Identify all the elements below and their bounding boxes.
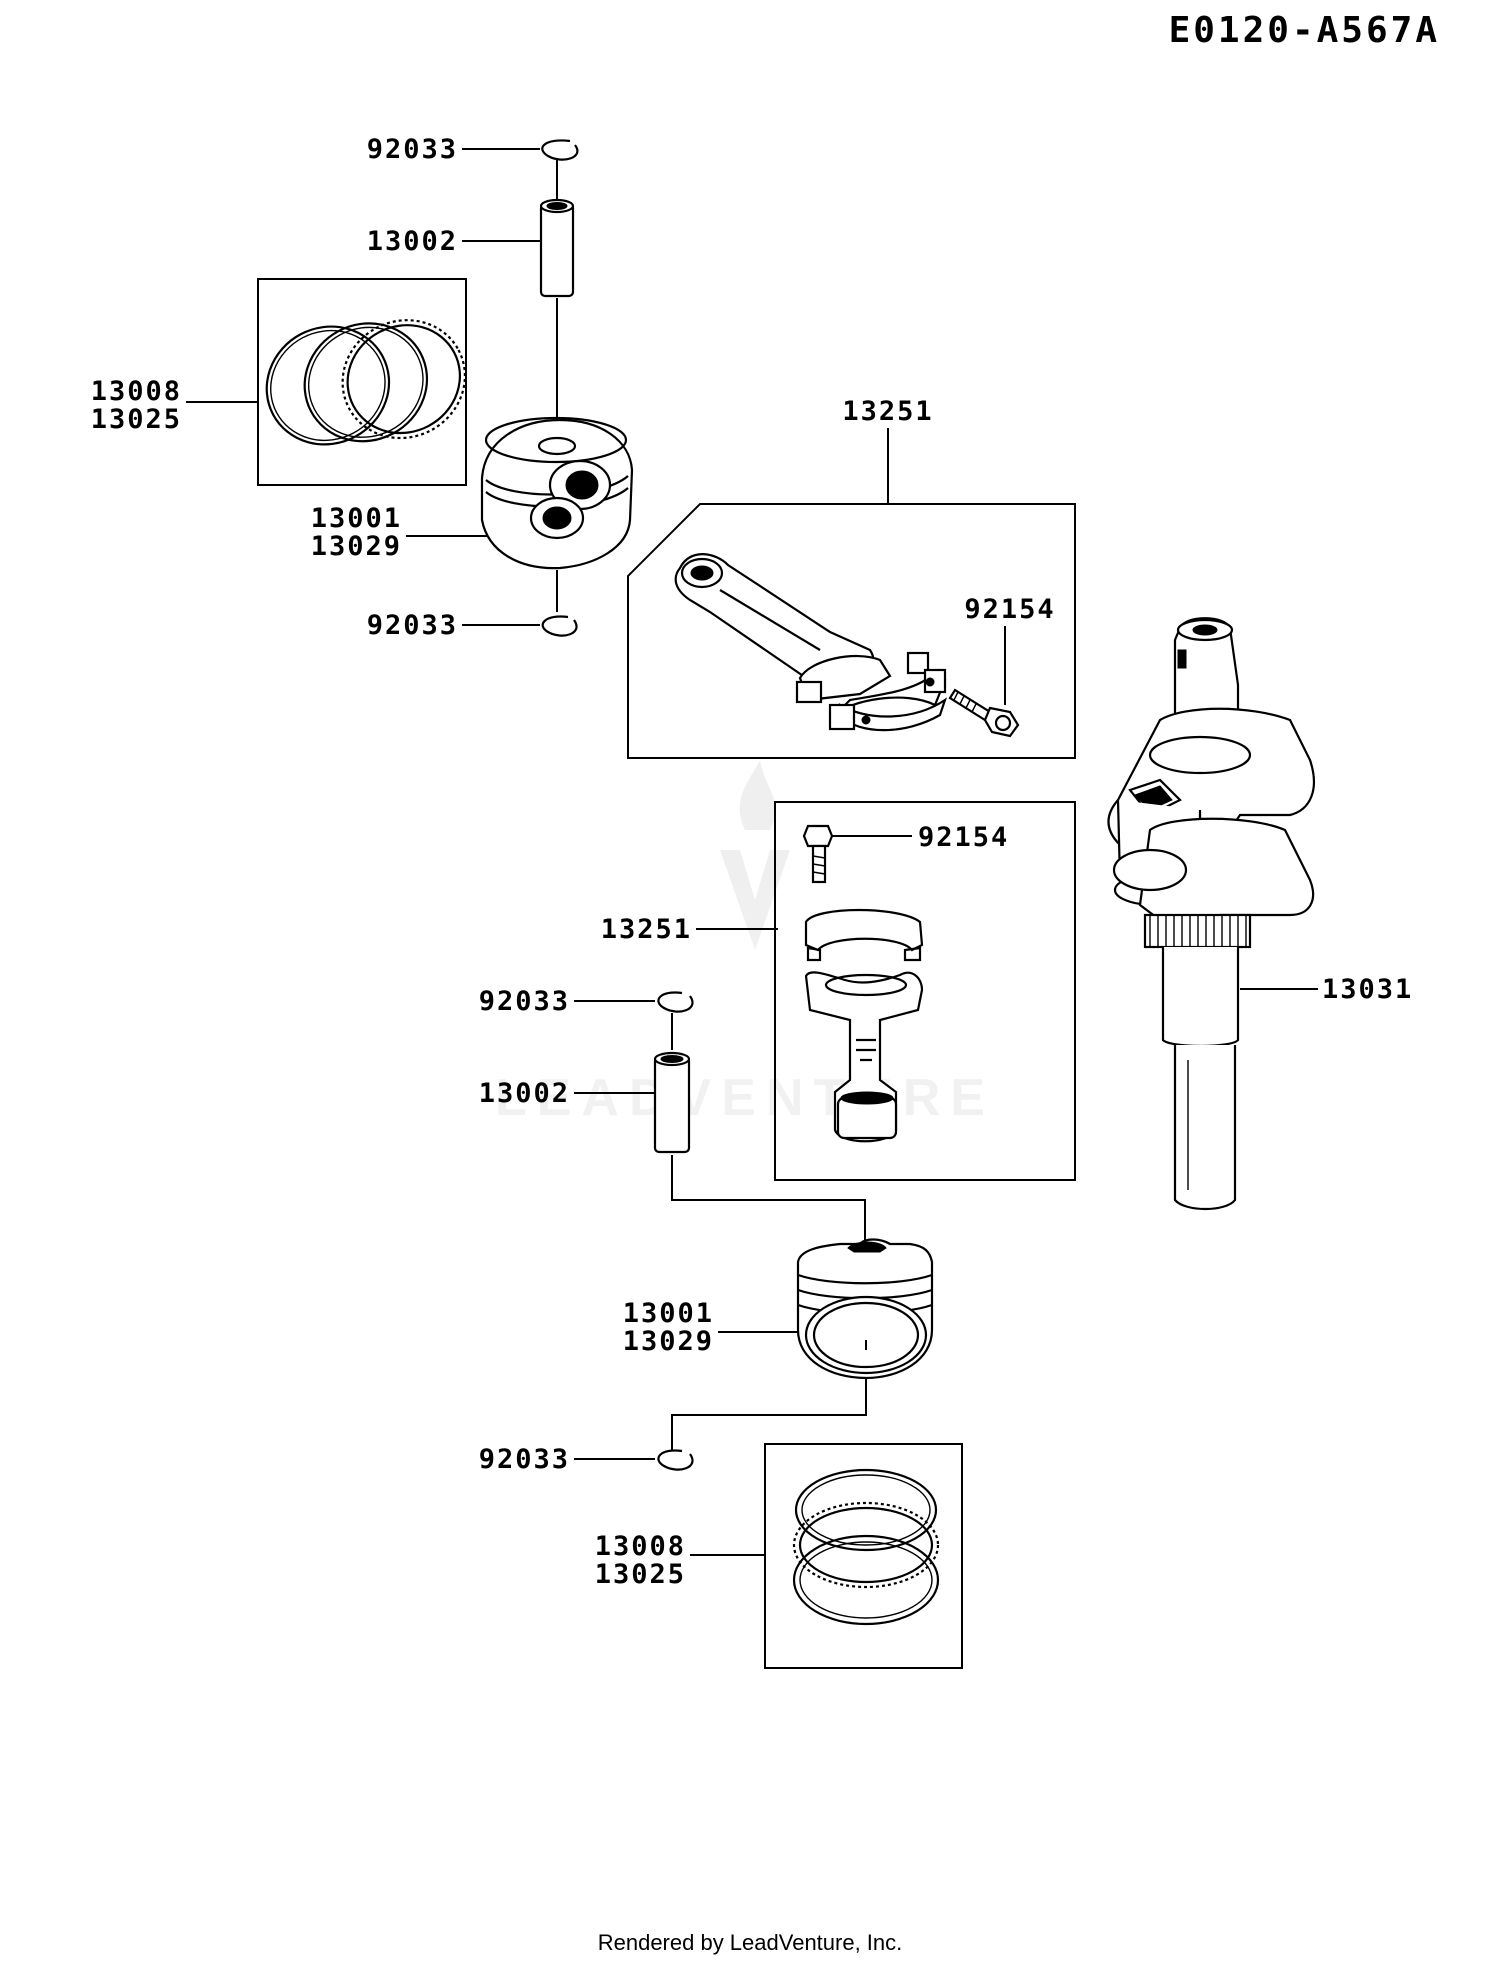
part-number-label: 13008 bbox=[91, 376, 182, 407]
lower-rings-callout[interactable]: 13008 13025 bbox=[595, 1531, 765, 1590]
part-number-label: 13002 bbox=[367, 226, 458, 257]
part-number-label: 13002 bbox=[479, 1078, 570, 1109]
part-number-label: 13029 bbox=[623, 1326, 714, 1357]
lower-piston-rings[interactable] bbox=[792, 1468, 940, 1626]
upper-piston-callout[interactable]: 13001 13029 bbox=[311, 503, 490, 562]
lower-clip-bottom[interactable] bbox=[657, 1449, 694, 1471]
upper-clip-bottom-callout[interactable]: 92033 bbox=[367, 610, 540, 641]
part-number-label: 92154 bbox=[964, 594, 1055, 625]
upper-piston[interactable] bbox=[480, 416, 634, 570]
crankshaft[interactable] bbox=[1107, 617, 1315, 1210]
lower-rod-bolt-callout[interactable]: 92154 bbox=[830, 822, 1009, 853]
watermark: LEADVENTURE bbox=[495, 760, 995, 1127]
footer-credit: Rendered by LeadVenture, Inc. bbox=[598, 1930, 903, 1955]
upper-piston-rings[interactable] bbox=[246, 272, 486, 492]
part-number-label: 92033 bbox=[367, 134, 458, 165]
upper-rod-box bbox=[627, 503, 1076, 759]
lower-pin-callout[interactable]: 13002 bbox=[479, 1078, 654, 1109]
part-number-label: 92033 bbox=[367, 610, 458, 641]
upper-clip-top[interactable] bbox=[541, 139, 579, 161]
part-number-label: 13029 bbox=[311, 531, 402, 562]
part-number-label: 13008 bbox=[595, 1531, 686, 1562]
upper-rod-bolt-callout[interactable]: 92154 bbox=[964, 594, 1055, 705]
part-number-label: 13025 bbox=[595, 1559, 686, 1590]
crankshaft-callout[interactable]: 13031 bbox=[1240, 974, 1413, 1005]
lower-rings-box bbox=[764, 1443, 963, 1669]
part-number-label: 13025 bbox=[91, 404, 182, 435]
upper-clip-bottom[interactable] bbox=[541, 615, 578, 637]
part-number-label: 13001 bbox=[623, 1298, 714, 1329]
lower-piston-pin[interactable] bbox=[653, 1051, 691, 1154]
part-number-label: 13251 bbox=[601, 914, 692, 945]
watermark-logo-icon bbox=[720, 760, 790, 950]
diagram-reference-code: E0120-A567A bbox=[1169, 10, 1440, 51]
lower-clip-top[interactable] bbox=[657, 991, 694, 1013]
lower-rod-bolt[interactable] bbox=[802, 824, 834, 884]
lower-connecting-rod[interactable] bbox=[804, 908, 924, 1143]
part-number-label: 13031 bbox=[1322, 974, 1413, 1005]
watermark-text: LEADVENTURE bbox=[495, 1069, 995, 1127]
upper-pin-callout[interactable]: 13002 bbox=[367, 226, 540, 257]
upper-rings-callout[interactable]: 13008 13025 bbox=[91, 376, 258, 435]
lower-clip-top-callout[interactable]: 92033 bbox=[479, 986, 655, 1017]
lower-piston-callout[interactable]: 13001 13029 bbox=[623, 1298, 798, 1357]
part-number-label: 92033 bbox=[479, 986, 570, 1017]
lower-clip-bottom-callout[interactable]: 92033 bbox=[479, 1444, 655, 1475]
upper-rings-box bbox=[257, 278, 467, 486]
part-number-label: 92033 bbox=[479, 1444, 570, 1475]
upper-rod-bolt[interactable] bbox=[948, 688, 1020, 738]
lower-piston[interactable] bbox=[796, 1238, 934, 1380]
upper-connecting-rod[interactable] bbox=[674, 553, 948, 732]
lower-rod-box bbox=[774, 801, 1076, 1181]
upper-clip-top-callout[interactable]: 92033 bbox=[367, 134, 540, 165]
part-number-label: 92154 bbox=[918, 822, 1009, 853]
upper-rod-group-callout[interactable]: 13251 bbox=[842, 396, 933, 504]
part-number-label: 13001 bbox=[311, 503, 402, 534]
part-number-label: 13251 bbox=[842, 396, 933, 427]
upper-piston-pin[interactable] bbox=[539, 198, 575, 298]
lower-rod-group-callout[interactable]: 13251 bbox=[601, 914, 778, 945]
